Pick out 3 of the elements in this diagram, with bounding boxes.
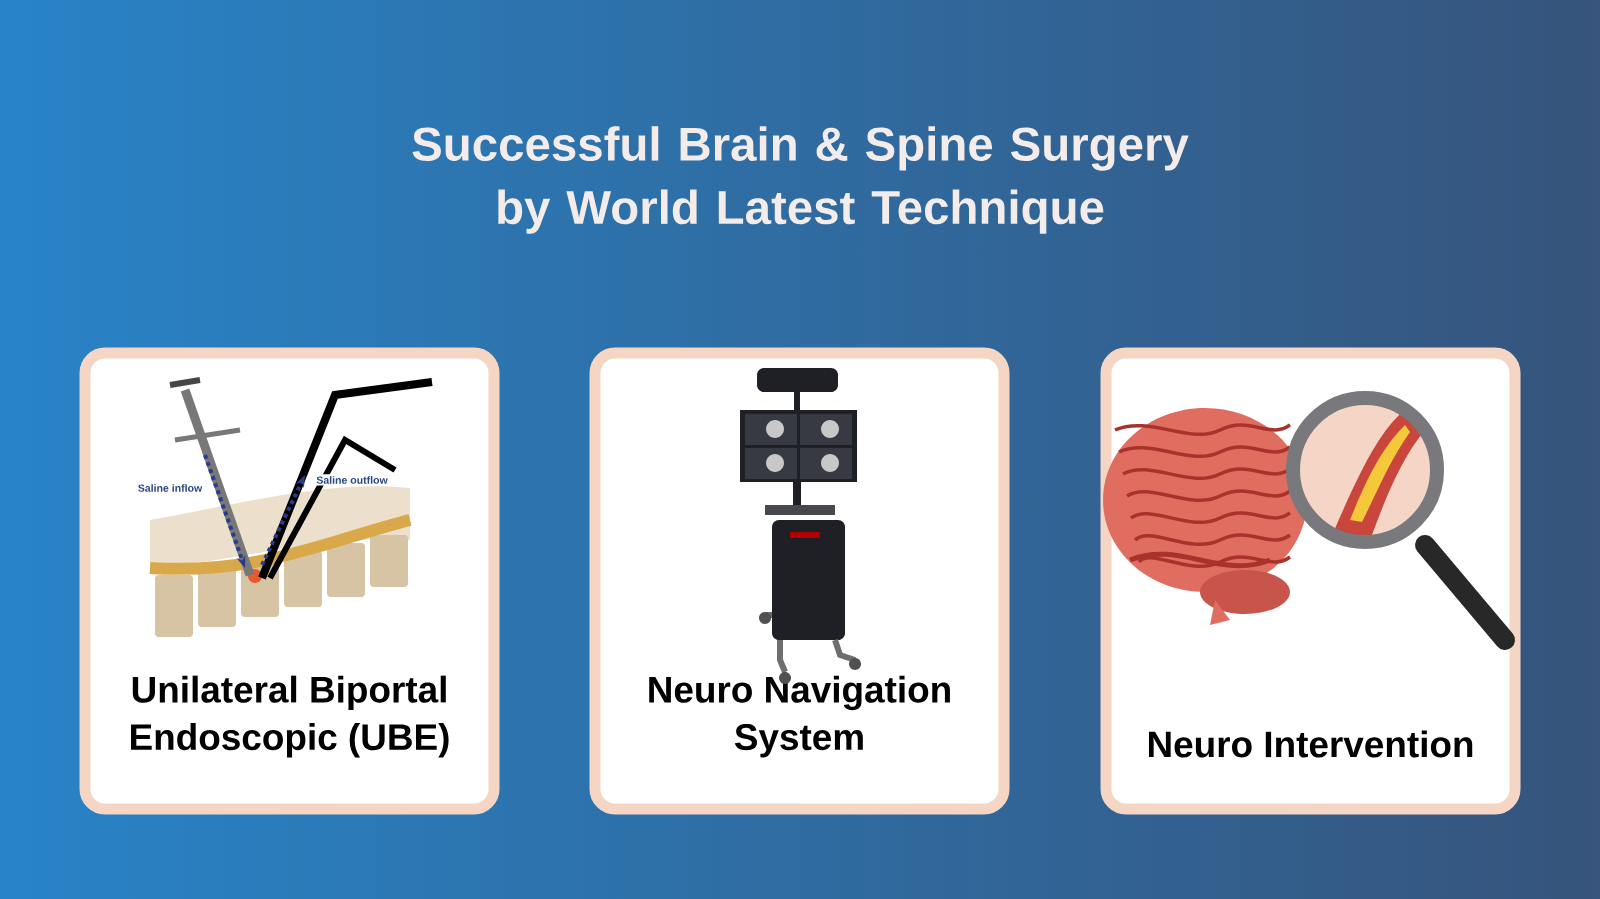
callout-label: Saline outflow: [314, 474, 390, 486]
title: Successful Brain & Spine Surgery by World Latest Technique: [412, 126, 1189, 234]
callout-label: Saline inflow: [136, 482, 204, 494]
